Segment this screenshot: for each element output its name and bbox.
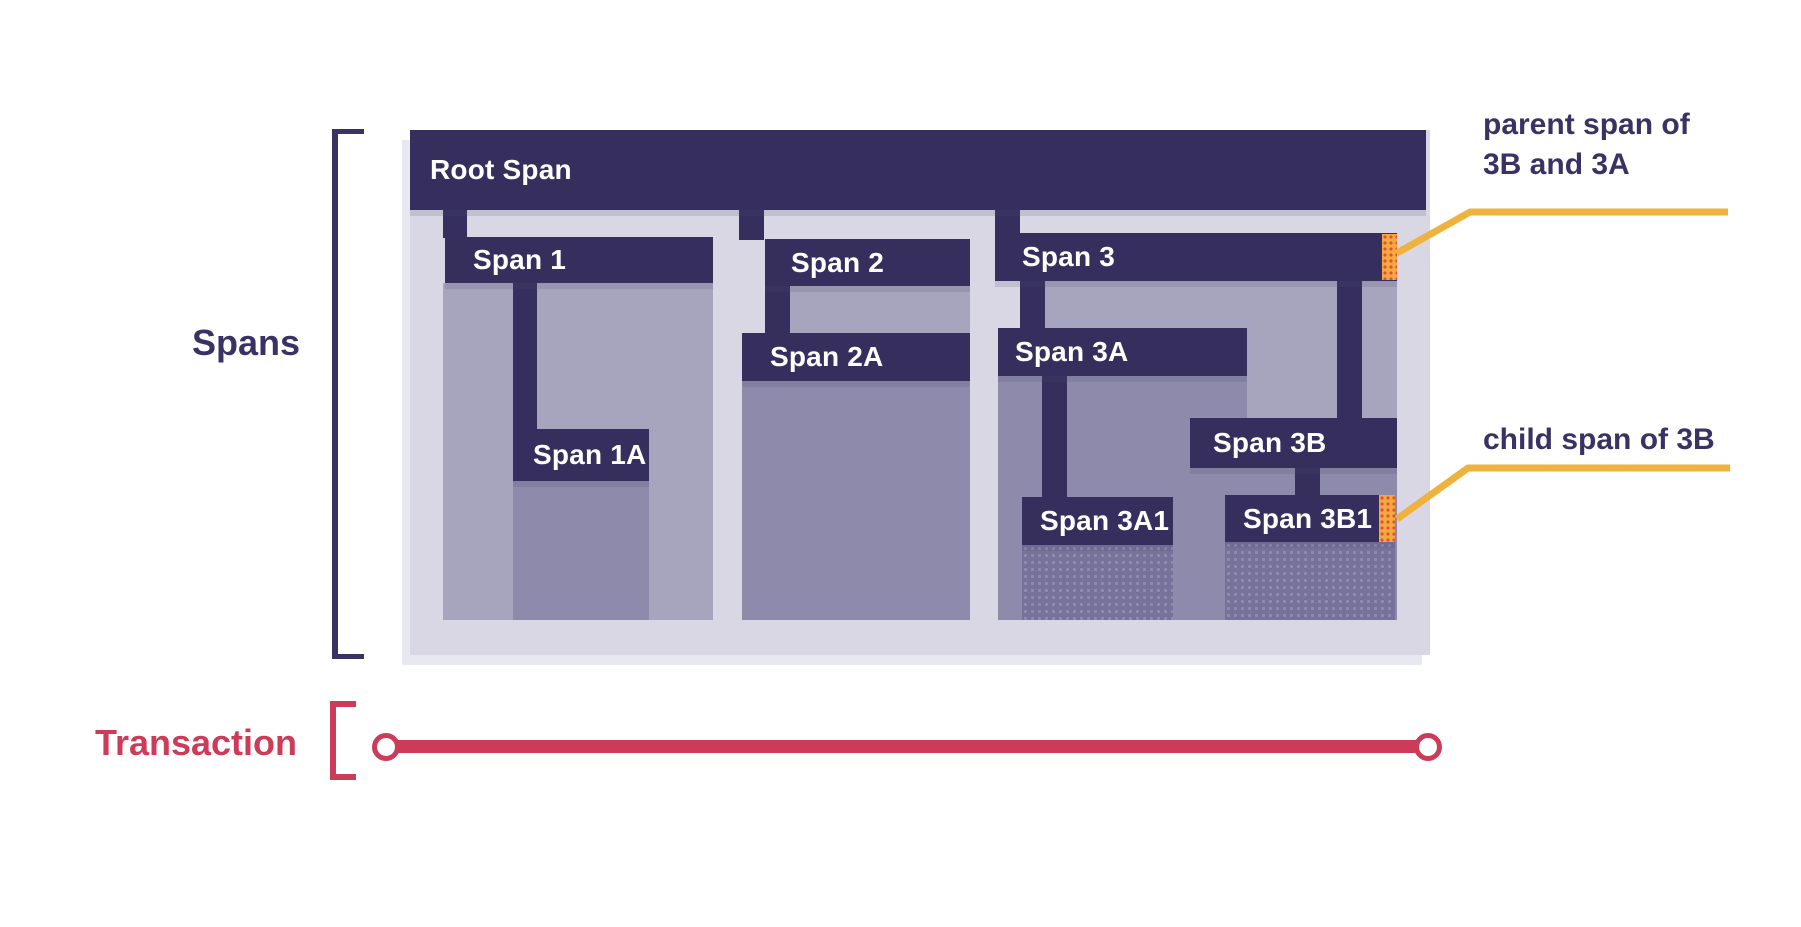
connector-span3b-to-span3b1 (1295, 468, 1320, 496)
span3-bar: Span 3 (995, 233, 1397, 281)
span3a-label: Span 3A (1015, 336, 1129, 367)
span2-bar: Span 2 (765, 239, 970, 286)
span3b-bar: Span 3B (1190, 418, 1397, 468)
connector-span2-to-span2a (765, 286, 790, 334)
span3a1-duration-panel (1022, 545, 1173, 620)
span2-label: Span 2 (791, 246, 885, 278)
transaction-bracket (330, 701, 356, 780)
connector-root-to-span2 (739, 210, 764, 240)
parent-span-annotation: parent span of 3B and 3A (1483, 105, 1690, 185)
span1a-label: Span 1A (533, 439, 647, 470)
spans-label: Spans (191, 322, 300, 363)
span3a1-label: Span 3A1 (1040, 505, 1170, 536)
span1a-duration-panel (513, 481, 649, 620)
child-span-callout-line (1394, 464, 1730, 522)
connector-span3a-to-span3a1 (1042, 376, 1067, 498)
child-span-annotation: child span of 3B (1483, 423, 1715, 456)
span2a-label: Span 2A (770, 341, 884, 372)
connector-span3-to-span3b (1337, 281, 1362, 419)
span3-label: Span 3 (1022, 241, 1116, 272)
root-span-bar: Root Span (410, 130, 1426, 210)
span3b1-child-highlight-mark (1379, 495, 1395, 542)
connector-root-to-span3 (995, 210, 1020, 234)
span2a-bar: Span 2A (742, 333, 970, 381)
span1-label: Span 1 (473, 244, 567, 275)
span3b1-label: Span 3B1 (1243, 502, 1373, 534)
parent-span-annotation-line2: 3B and 3A (1483, 148, 1630, 181)
span3b1-bar: Span 3B1 (1225, 495, 1395, 542)
connector-span3-to-span3a (1020, 281, 1045, 329)
spans-bracket (332, 129, 364, 659)
root-span-label: Root Span (430, 154, 572, 185)
span3a-bar: Span 3A (998, 328, 1247, 376)
span2a-duration-panel (742, 381, 970, 620)
connector-root-to-span1 (443, 210, 467, 238)
span3a1-bar: Span 3A1 (1022, 497, 1173, 545)
span1-bar: Span 1 (445, 237, 713, 283)
connector-span1-to-span1a (513, 283, 537, 430)
span3-parent-highlight-mark (1382, 234, 1397, 280)
transaction-end-circle (1414, 733, 1442, 761)
transaction-start-circle (372, 733, 400, 761)
parent-span-annotation-line1: parent span of (1483, 108, 1690, 141)
parent-span-callout-line (1395, 208, 1728, 257)
span3b1-duration-panel (1225, 542, 1395, 620)
transaction-label: Transaction (94, 722, 297, 763)
span3b-label: Span 3B (1213, 427, 1327, 458)
transaction-timeline-bar (398, 740, 1418, 753)
span1a-bar: Span 1A (513, 429, 649, 481)
